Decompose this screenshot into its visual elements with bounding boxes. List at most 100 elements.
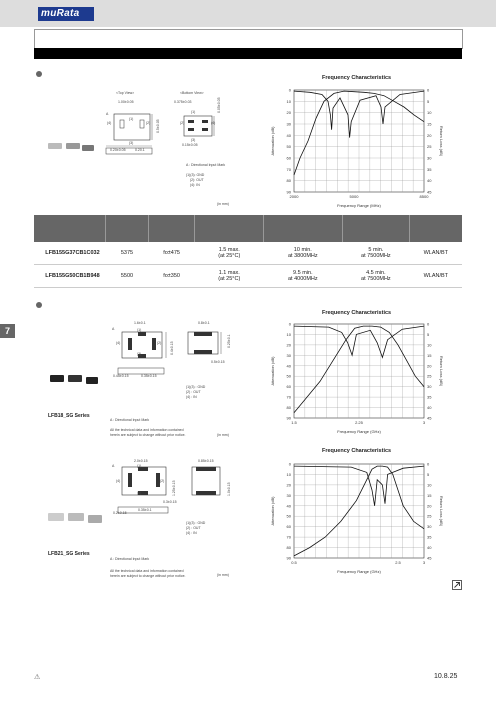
y2-tick-label: 5	[427, 99, 430, 104]
table-cell: 9.5 min.at 4000MHz	[263, 264, 343, 288]
y-tick-label: 30	[287, 353, 292, 358]
y2-tick-label: 40	[427, 545, 432, 550]
table-cell: WLAN/BT	[409, 264, 462, 288]
brand-logo: muRata	[38, 7, 94, 21]
attenuation-line	[293, 325, 425, 414]
y2-tick-label: 30	[427, 384, 432, 389]
dim-label: 0.8±0.1	[198, 321, 210, 325]
x-axis-label: Frequency Range (GHz)	[337, 569, 381, 574]
component-photo	[68, 513, 84, 521]
disclaimer: herein are subject to change without pri…	[110, 574, 186, 578]
pin-label: (3)	[129, 141, 134, 145]
top-view-label: <Top View>	[116, 91, 135, 95]
unit-label: (in mm)	[217, 202, 229, 206]
y-tick-label: 50	[287, 374, 292, 379]
pin-label: (3)	[137, 352, 142, 356]
pin-label: (1)	[129, 117, 134, 121]
y2-tick-label: 0	[427, 462, 430, 467]
chart-title: Frequency Characteristics	[322, 75, 392, 81]
frequency-chart-3: 01020304050607080900510152025303540450.5…	[270, 462, 444, 575]
y-tick-label: 80	[287, 178, 292, 183]
mark-a: A	[112, 327, 115, 331]
pin-label: (4)	[116, 341, 121, 345]
disclaimer: All the technical data and information c…	[110, 569, 184, 573]
y2-tick-label: 45	[427, 190, 432, 195]
y2-tick-label: 30	[427, 156, 432, 161]
section-tab[interactable]: 7	[0, 324, 15, 338]
x-tick-label: 2.25	[355, 420, 364, 425]
x-tick-label: 1.5	[291, 420, 297, 425]
component-photo	[86, 377, 98, 384]
dim-label: 2.0±0.15	[134, 459, 148, 463]
table-cell: 5500	[105, 264, 149, 288]
table-row: LFB155G37CB1C032 5375 fo±475 1.5 max.(at…	[34, 242, 462, 265]
y-tick-label: 70	[287, 395, 292, 400]
dim-label: 1.6±0.1	[134, 321, 146, 325]
table-header-cell	[263, 215, 343, 242]
table-header-cell	[194, 215, 265, 242]
y-tick-label: 70	[287, 167, 292, 172]
warning-icon: ⚠	[34, 674, 41, 681]
y-tick-label: 60	[287, 156, 292, 161]
y-tick-label: 40	[287, 133, 292, 138]
x-tick-label: 8500	[420, 194, 430, 199]
y-tick-label: 20	[287, 482, 292, 487]
pin-label: (2)	[160, 479, 165, 483]
table-cell: 5 min.at 7500MHz	[342, 242, 410, 265]
pin-label: (2)	[146, 121, 151, 125]
part-number: LFB155G50CB1B948	[34, 264, 106, 288]
table-cell: 1.1 max.(at 25°C)	[194, 264, 264, 288]
y2-tick-label: 0	[427, 88, 430, 93]
component-photo	[68, 375, 82, 382]
mark-note: A : Directional Input Mark	[110, 557, 150, 561]
y2-tick-label: 35	[427, 395, 432, 400]
component-photo	[50, 375, 64, 382]
table-cell: fo±350	[148, 264, 195, 288]
pins-note: (2) : OUT	[186, 526, 201, 530]
table-cell: 1.5 max.(at 25°C)	[194, 242, 264, 265]
y-tick-label: 90	[287, 190, 292, 195]
y2-tick-label: 15	[427, 493, 432, 498]
dim-label: 0.2±0.15	[113, 511, 127, 515]
pins-note: (1)(3): GND	[186, 173, 205, 177]
y2-tick-label: 40	[427, 405, 432, 410]
y-tick-label: 50	[287, 144, 292, 149]
dim-label: 0.3±0.15	[163, 500, 177, 504]
y-tick-label: 0	[289, 322, 292, 327]
mark-a: A	[106, 112, 109, 116]
pin-label: (4)	[211, 121, 216, 125]
section-bullet-1	[36, 71, 42, 77]
y-tick-label: 30	[287, 493, 292, 498]
dim-label: 0.85±0.15	[198, 459, 214, 463]
dimension-drawing-3	[117, 466, 221, 514]
series-label: LFB21_SG Series	[48, 551, 90, 557]
table-header-cell	[148, 215, 196, 242]
dim-label: 0.35±0.15	[141, 374, 157, 378]
disclaimer: herein are subject to change without pri…	[110, 433, 186, 437]
component-photo	[88, 515, 102, 523]
bottom-view-label: <Bottom View>	[180, 91, 204, 95]
pins-note: (1)(3) : GND	[186, 521, 206, 525]
x-axis-label: Frequency Range (MHz)	[337, 203, 381, 208]
pins-note: (2) : OUT	[186, 390, 201, 394]
y2-tick-label: 10	[427, 110, 432, 115]
external-link-icon[interactable]	[452, 580, 462, 590]
dim-label: 0.20.1	[135, 148, 145, 152]
x-tick-label: 2.5	[395, 560, 401, 565]
section-bullet-2	[36, 302, 42, 308]
y-tick-label: 50	[287, 514, 292, 519]
spec-table: LFB155G37CB1C032 5375 fo±475 1.5 max.(at…	[34, 215, 462, 288]
y2-tick-label: 15	[427, 122, 432, 127]
unit-label: (in mm)	[217, 573, 229, 577]
component-photo	[66, 143, 80, 149]
y2-tick-label: 5	[427, 472, 430, 477]
pins-note: (2): OUT	[190, 178, 204, 182]
table-row: LFB155G50CB1B948 5500 fo±350 1.1 max.(at…	[34, 264, 462, 288]
dim-label: 1.00±0.05	[118, 100, 134, 104]
component-photo	[48, 513, 64, 521]
table-cell: fo±475	[148, 242, 195, 265]
y-tick-label: 60	[287, 524, 292, 529]
x-tick-label: 0.5	[291, 560, 297, 565]
return-loss-line	[293, 325, 425, 359]
table-cell: 10 min.at 3800MHz	[263, 242, 343, 265]
